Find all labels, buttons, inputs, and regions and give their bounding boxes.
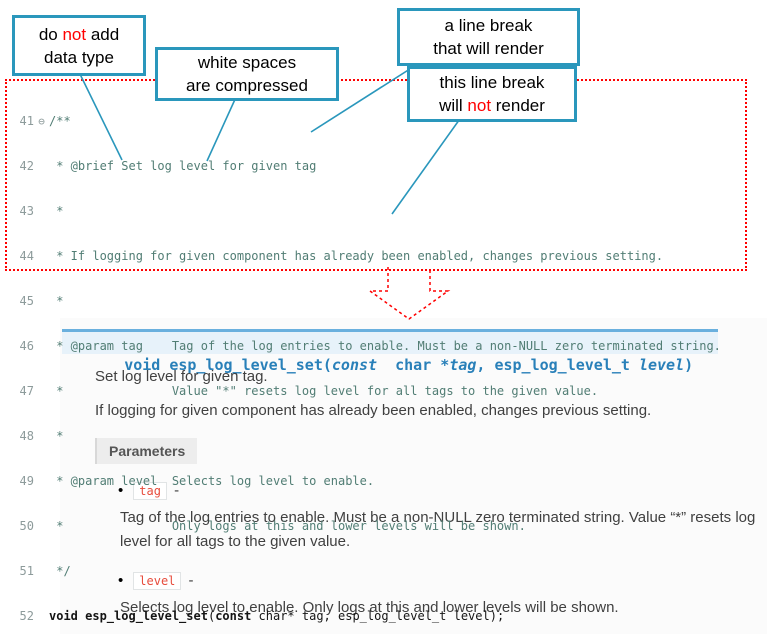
callout-text: white spaces [197, 53, 297, 72]
fold-gutter [34, 609, 49, 624]
fold-gutter [34, 519, 49, 534]
code-editor: 41 ⊖ /** 42 * @brief Set log level for giv… [10, 84, 721, 637]
line-number: 48 [19, 429, 34, 443]
callout-linebreak-not-render: this line break will not render [407, 66, 577, 122]
code-text: * Value "*" resets log level for all tag… [49, 384, 599, 398]
param-name-tag: tag [133, 482, 167, 500]
sig-keyword-const: const [331, 356, 378, 374]
callout-no-data-type: do not add data type [12, 15, 146, 76]
code-line: 41 ⊖ /** [10, 114, 721, 129]
param-desc-level: Selects log level to enable. Only logs a… [120, 599, 619, 616]
code-line: 48 * [10, 429, 721, 444]
line-number: 52 [19, 609, 34, 623]
callout-text: that will render [433, 39, 544, 58]
code-text: * [49, 429, 64, 443]
param-item-level: • level - [118, 572, 194, 590]
code-text: * If logging for given component has alr… [49, 249, 664, 263]
code-text: void esp_log_level_set(const char* tag, … [49, 609, 505, 623]
line-number: 41 [19, 114, 34, 128]
line-number: 47 [19, 384, 34, 398]
callout-text: this line break [439, 73, 545, 92]
bullet-icon: • [118, 572, 124, 589]
line-number: 44 [19, 249, 34, 263]
code-text: * [49, 294, 64, 308]
fold-gutter [34, 249, 49, 264]
fold-gutter [34, 204, 49, 219]
sig-keyword-void: void [124, 356, 170, 374]
line-number: 45 [19, 294, 34, 308]
code-text: /** [49, 114, 71, 128]
param-separator: - [184, 572, 194, 589]
code-text: * Only logs at this and lower levels wil… [49, 519, 526, 533]
line-number: 51 [19, 564, 34, 578]
code-line: 45 * [10, 294, 721, 309]
line-number: 49 [19, 474, 34, 488]
fold-minus-icon[interactable]: ⊖ [38, 115, 45, 128]
fold-gutter [34, 474, 49, 489]
fold-gutter [34, 339, 49, 354]
function-name: esp_log_level_set [85, 609, 208, 623]
fold-gutter [34, 564, 49, 579]
callout-text: data type [44, 47, 114, 67]
code-text: */ [49, 564, 71, 578]
brief-description: Set log level for given tag. [95, 368, 268, 385]
line-number: 42 [19, 159, 34, 173]
code-line: 44 * If logging for given component has … [10, 249, 721, 264]
param-item-tag: • tag - [118, 482, 180, 500]
code-line: 51 */ [10, 564, 721, 579]
code-line: 50 * Only logs at this and lower levels … [10, 519, 721, 534]
fold-gutter [34, 159, 49, 174]
code-text: * @brief Set log level for given tag [49, 159, 317, 173]
param-name-level: level [133, 572, 182, 590]
detailed-description: If logging for given component has alrea… [95, 402, 652, 419]
sig-function-name: esp_log_level_set [169, 356, 323, 374]
keyword-const: const [215, 609, 252, 623]
code-text: * @param tag Tag of the log entries to e… [49, 339, 721, 353]
line-number: 43 [19, 204, 34, 218]
fold-gutter [34, 294, 49, 309]
code-text: * @param level Selects log level to enab… [49, 474, 375, 488]
callout-text: will not render [439, 96, 545, 115]
callout-text: do not add [38, 24, 120, 44]
fold-gutter [34, 429, 49, 444]
rendered-doc-preview: void esp_log_level_set(const char *tag, … [60, 318, 767, 634]
callout-text: are compressed [186, 76, 308, 95]
fold-gutter [34, 384, 49, 399]
code-line: 43 * [10, 204, 721, 219]
code-line: 42 * @brief Set log level for given tag [10, 159, 721, 174]
code-text: * [49, 204, 64, 218]
callout-linebreak-renders: a line break that will render [397, 8, 580, 66]
code-line: 49 * @param level Selects log level to e… [10, 474, 721, 489]
parameters-label: Parameters [95, 438, 198, 464]
param-desc-tag: Tag of the log entries to enable. Must b… [120, 509, 756, 550]
keyword-void: void [49, 609, 86, 623]
callout-whitespace-compressed: white spaces are compressed [155, 47, 339, 101]
callout-text: a line break [444, 16, 533, 35]
code-line-function-declaration: 52 void esp_log_level_set(const char* tag… [10, 609, 721, 624]
code-line: 47 * Value "*" resets log level for all … [10, 384, 721, 399]
sig-param-tag: tag [449, 356, 477, 374]
sig-param-level: level [638, 356, 685, 374]
bullet-icon: • [118, 482, 124, 499]
line-number: 46 [19, 339, 34, 353]
line-number: 50 [19, 519, 34, 533]
function-signature-bar: void esp_log_level_set(const char *tag, … [62, 329, 718, 374]
code-line: 46 * @param tag Tag of the log entries t… [10, 339, 721, 354]
param-separator: - [169, 482, 180, 499]
